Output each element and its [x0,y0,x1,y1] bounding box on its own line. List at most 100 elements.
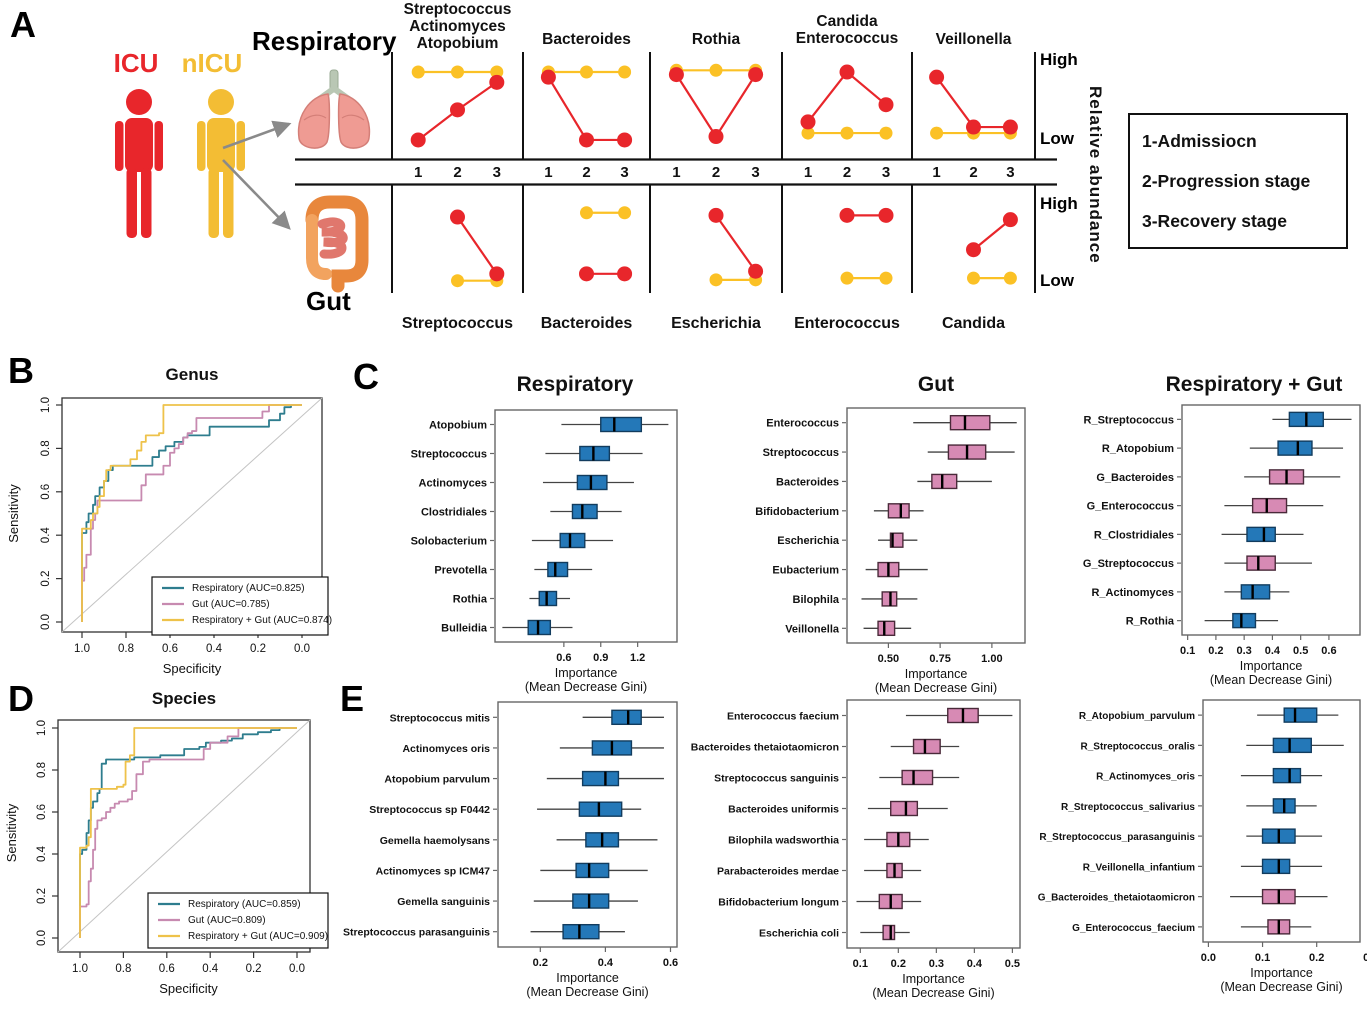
svg-text:0.0: 0.0 [36,930,48,946]
svg-text:0.2: 0.2 [533,957,548,969]
svg-text:Gut: Gut [918,373,954,396]
svg-text:0.6: 0.6 [40,484,52,500]
boxplot-species-both: R_Atopobium_parvulumR_Streptococcus_oral… [1038,699,1367,994]
svg-text:3: 3 [1006,164,1014,181]
svg-text:(Mean Decrease Gini): (Mean Decrease Gini) [526,985,648,999]
svg-text:R_Streptococcus_salivarius: R_Streptococcus_salivarius [1061,802,1195,813]
high-label-gut: High [1040,194,1078,213]
svg-text:Clostridiales: Clostridiales [421,507,487,519]
svg-text:0.6: 0.6 [159,963,175,975]
svg-text:3: 3 [493,164,501,181]
low-label-respiratory: Low [1040,129,1074,148]
svg-text:Enterococcus: Enterococcus [796,30,899,47]
svg-text:0.2: 0.2 [250,643,266,655]
box-iqr [578,801,623,817]
svg-text:0.4: 0.4 [206,643,223,655]
box-iqr [912,738,941,755]
svg-text:0.8: 0.8 [115,963,131,975]
svg-text:Escherichia: Escherichia [777,535,840,547]
svg-text:Importance: Importance [902,972,965,986]
panel-c-label: C [353,356,379,397]
svg-text:3: 3 [882,164,890,181]
stage-legend-box: 1-Admissiocn 2-Progression stage 3-Recov… [1128,113,1348,249]
svg-text:0.1: 0.1 [853,958,868,970]
svg-text:0.6: 0.6 [36,804,48,820]
svg-text:2: 2 [453,164,461,181]
svg-text:1: 1 [932,164,940,181]
svg-text:Enterococcus: Enterococcus [794,315,900,332]
svg-text:0.4: 0.4 [40,527,52,544]
svg-text:Atopobium: Atopobium [429,420,487,432]
svg-text:R_Streptococcus: R_Streptococcus [1084,414,1174,426]
svg-text:(Mean Decrease Gini): (Mean Decrease Gini) [872,986,994,1000]
box-iqr [575,862,610,879]
svg-text:0.4: 0.4 [36,845,48,862]
svg-text:0.2: 0.2 [246,963,262,975]
svg-text:Bulleidia: Bulleidia [441,623,488,635]
svg-text:R_Atopobium: R_Atopobium [1102,443,1174,455]
svg-text:Bacteroides: Bacteroides [541,315,633,332]
roc-curve-respiratory-gut [81,404,302,622]
box-iqr [890,800,919,817]
svg-text:0.6: 0.6 [1321,645,1336,657]
svg-text:0.4: 0.4 [202,963,219,975]
svg-text:Importance: Importance [556,971,619,985]
svg-text:2: 2 [582,164,590,181]
svg-text:0.8: 0.8 [118,643,134,655]
svg-text:Eubacterium: Eubacterium [772,565,839,577]
svg-text:0.6: 0.6 [663,957,678,969]
svg-text:Respiratory + Gut (AUC=0.909): Respiratory + Gut (AUC=0.909) [188,931,328,942]
panel-b-label: B [8,350,34,391]
box-iqr [581,770,620,787]
svg-text:Respiratory (AUC=0.859): Respiratory (AUC=0.859) [188,899,301,910]
svg-text:0.1: 0.1 [1180,645,1195,657]
svg-text:Rothia: Rothia [692,31,741,48]
svg-text:Bacteroides uniformis: Bacteroides uniformis [728,804,839,816]
svg-text:0.4: 0.4 [1265,645,1281,657]
svg-text:R_Streptococcus_oralis: R_Streptococcus_oralis [1081,741,1196,752]
svg-text:Candida: Candida [816,13,878,30]
svg-text:Gut (AUC=0.809): Gut (AUC=0.809) [188,915,266,926]
box-iqr [1251,497,1288,514]
box-iqr [571,503,598,520]
svg-text:Streptococcus parasanguinis: Streptococcus parasanguinis [343,927,490,939]
svg-text:Bacteroides: Bacteroides [542,31,631,48]
panel-a-label: A [10,4,36,45]
svg-text:2: 2 [843,164,851,181]
roc-curve-respiratory [81,404,302,622]
svg-text:0.2: 0.2 [36,888,48,904]
svg-text:Candida: Candida [942,315,1005,332]
svg-text:Bacteroides thetaiotaomicron: Bacteroides thetaiotaomicron [691,742,839,754]
respiratory-heading: Respiratory [252,26,397,56]
svg-text:Importance: Importance [555,666,618,680]
svg-text:R_Veillonella_infantium: R_Veillonella_infantium [1083,862,1195,873]
svg-text:Atopobium parvulum: Atopobium parvulum [384,774,490,786]
svg-text:0.0: 0.0 [1201,952,1216,964]
svg-text:Enterococcus faecium: Enterococcus faecium [727,711,839,723]
svg-text:(Mean Decrease Gini): (Mean Decrease Gini) [1220,980,1342,994]
svg-text:Respiratory (AUC=0.825): Respiratory (AUC=0.825) [192,583,305,594]
svg-text:(Mean Decrease Gini): (Mean Decrease Gini) [875,681,997,695]
box-iqr [1261,858,1291,875]
svg-text:0.5: 0.5 [1293,645,1308,657]
svg-text:Streptococcus sp F0442: Streptococcus sp F0442 [369,804,490,816]
svg-text:1: 1 [544,164,552,181]
svg-text:0.2: 0.2 [1309,952,1324,964]
svg-text:Streptococcus: Streptococcus [763,447,839,459]
svg-text:R_Atopobium_parvulum: R_Atopobium_parvulum [1079,711,1195,722]
svg-text:0.8: 0.8 [40,440,52,456]
svg-text:2: 2 [969,164,977,181]
svg-text:0.0: 0.0 [289,963,305,975]
box-iqr [901,769,934,786]
svg-text:R_Clostridiales: R_Clostridiales [1094,529,1174,541]
svg-text:0.4: 0.4 [598,957,614,969]
roc-curve-respiratory-gut [79,727,297,938]
box-iqr [559,532,586,549]
box-iqr [562,923,600,940]
svg-text:Escherichia coli: Escherichia coli [759,928,839,940]
